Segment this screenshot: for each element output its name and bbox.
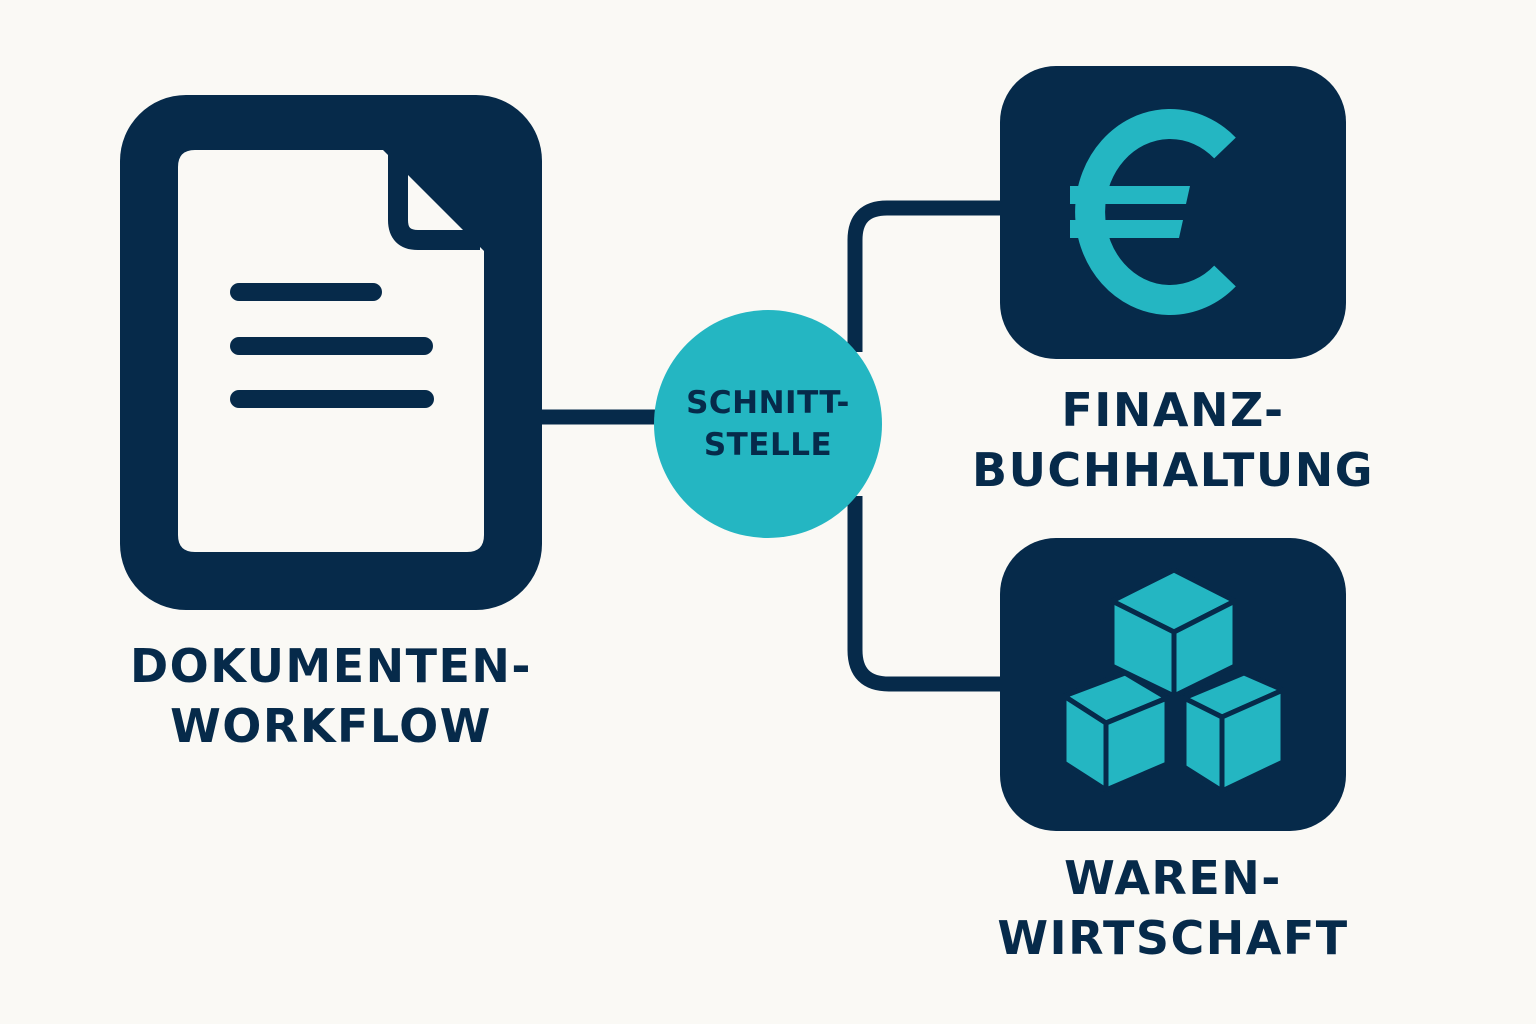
interface-hub: SCHNITT- STELLE (654, 310, 882, 538)
document-workflow-label-line1: DOKUMENTEN- (129, 639, 533, 693)
euro-icon (1070, 109, 1236, 315)
connector-hub-to-finance (847, 200, 1004, 352)
document-workflow-label-line2: WORKFLOW (170, 699, 492, 753)
document-workflow-label: DOKUMENTEN- WORKFLOW (80, 636, 582, 756)
hub-label-line2: STELLE (703, 427, 833, 463)
inventory-box (1000, 538, 1346, 831)
document-icon (178, 150, 484, 552)
inventory-label-line2: WIRTSCHAFT (997, 911, 1349, 965)
finance-label-line1: FINANZ- (1061, 383, 1285, 437)
connector-hub-to-inventory (847, 496, 1004, 692)
finance-box (1000, 66, 1346, 359)
document-workflow-box (120, 95, 542, 610)
inventory-label-line1: WAREN- (1064, 851, 1282, 905)
inventory-label: WAREN- WIRTSCHAFT (955, 848, 1391, 968)
boxes-icon (1061, 567, 1286, 794)
finance-label-line2: BUCHHALTUNG (972, 443, 1374, 497)
hub-label-line1: SCHNITT- (686, 385, 850, 421)
finance-label: FINANZ- BUCHHALTUNG (955, 380, 1391, 500)
